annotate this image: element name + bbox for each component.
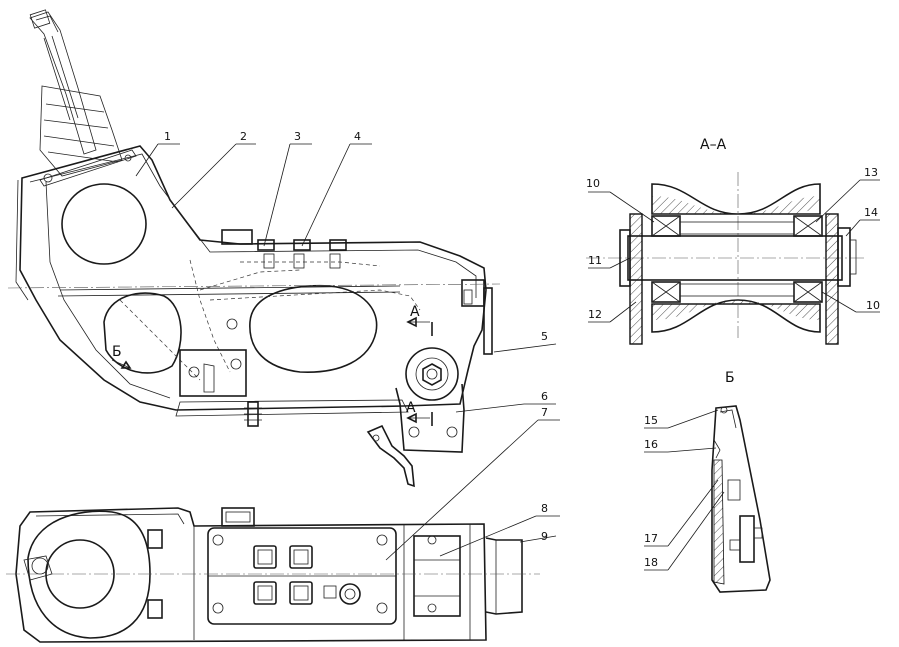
section-aa-title: А–А <box>700 137 727 153</box>
svg-text:7: 7 <box>541 406 548 419</box>
section-mark-b: Б <box>111 344 132 369</box>
svg-text:2: 2 <box>240 130 247 143</box>
bearing-top-left <box>651 215 681 237</box>
svg-text:16: 16 <box>644 438 658 451</box>
section-label-a-upper: А <box>410 304 420 320</box>
view-b: Б <box>711 370 771 593</box>
svg-text:13: 13 <box>864 166 878 179</box>
svg-text:12: 12 <box>588 308 602 321</box>
pivot-assembly <box>366 347 465 488</box>
callout-15: 15 <box>644 409 719 429</box>
svg-text:5: 5 <box>541 330 548 343</box>
callout-17: 17 <box>644 479 719 547</box>
svg-text:15: 15 <box>644 414 658 427</box>
svg-text:9: 9 <box>541 530 548 543</box>
bearing-top-right <box>793 215 823 237</box>
callout-18: 18 <box>644 491 725 571</box>
svg-text:17: 17 <box>644 532 658 545</box>
window-center <box>249 284 378 373</box>
section-mark-upper: А <box>406 304 433 336</box>
view-b-title: Б <box>725 370 735 386</box>
svg-text:11: 11 <box>588 254 602 267</box>
callout-13: 13 <box>815 166 880 223</box>
bearing-bottom-left <box>651 281 681 303</box>
svg-text:4: 4 <box>354 130 361 143</box>
section-label-a-lower: А <box>406 400 416 416</box>
window-left-upper <box>61 183 147 265</box>
top-view <box>6 507 540 643</box>
svg-text:14: 14 <box>864 206 878 219</box>
svg-text:10: 10 <box>586 177 600 190</box>
callout-16: 16 <box>644 438 717 453</box>
section-aa: А–А <box>586 137 866 345</box>
bearing-bottom-right <box>793 281 823 303</box>
callout-8: 8 <box>439 502 560 557</box>
callout-5: 5 <box>493 330 557 353</box>
callout-6: 6 <box>455 390 556 413</box>
section-label-b: Б <box>112 344 122 360</box>
svg-text:6: 6 <box>541 390 548 403</box>
callout-1: 1 <box>135 130 180 177</box>
callout-14: 14 <box>845 206 880 237</box>
callout-2: 2 <box>171 130 256 209</box>
callouts: 1 2 3 4 5 6 <box>135 130 880 571</box>
callout-12: 12 <box>588 301 637 323</box>
callout-4: 4 <box>301 130 372 247</box>
joystick-lever <box>29 9 123 177</box>
window-left-lower <box>103 292 182 374</box>
svg-text:8: 8 <box>541 502 548 515</box>
callout-10-lower: 10 <box>821 291 880 313</box>
callout-3: 3 <box>263 130 312 247</box>
svg-text:1: 1 <box>164 130 171 143</box>
svg-text:3: 3 <box>294 130 301 143</box>
svg-text:18: 18 <box>644 556 658 569</box>
callout-9: 9 <box>519 530 557 543</box>
callout-7: 7 <box>385 406 560 561</box>
section-mark-lower: А <box>406 400 433 426</box>
callout-10-upper: 10 <box>586 177 655 223</box>
callout-11: 11 <box>588 254 631 269</box>
side-view <box>7 9 501 488</box>
svg-text:10: 10 <box>866 299 880 312</box>
